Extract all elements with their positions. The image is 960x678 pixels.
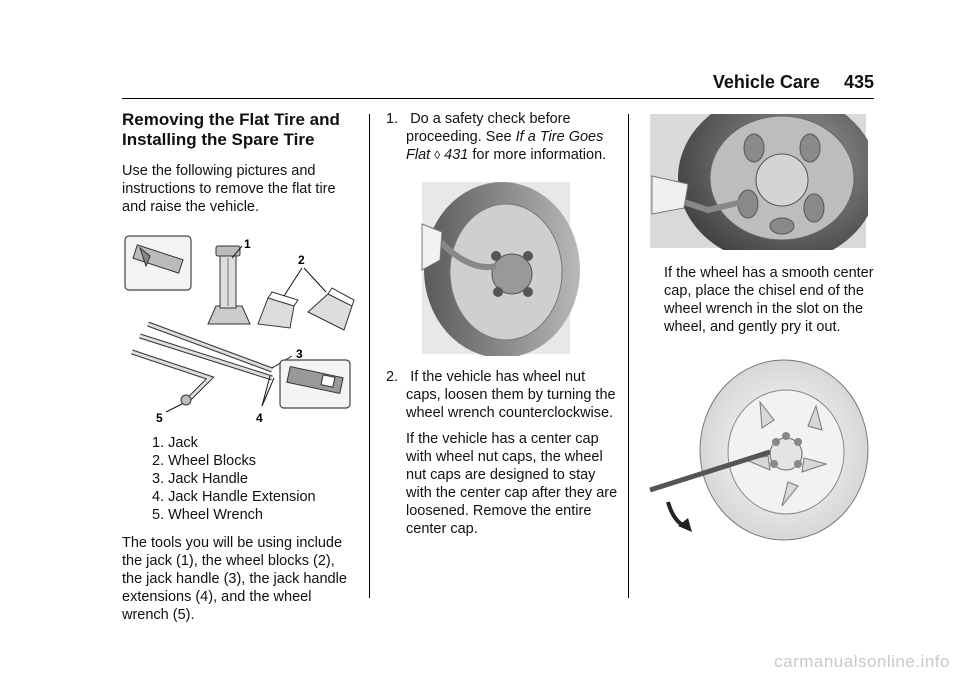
tools-illustration: 1 2 3 5	[124, 235, 355, 425]
step-2-number: 2.	[386, 369, 399, 385]
jack-icon	[207, 245, 251, 325]
header-rule	[122, 98, 874, 99]
list-item: 4. Jack Handle Extension	[152, 489, 316, 505]
callout-3: 3	[296, 347, 303, 361]
callout-4: 4	[256, 411, 263, 425]
smooth-center-cap-illustration	[650, 114, 868, 250]
list-item: 3. Jack Handle	[152, 471, 248, 487]
lug-nut-icons	[491, 251, 533, 297]
wheel-spoke-icons	[744, 400, 828, 507]
list-item: 5. Wheel Wrench	[152, 507, 263, 523]
list-item: 2. Wheel Blocks	[152, 453, 256, 469]
step-1: 1. Do a safety check before proceeding. …	[386, 110, 618, 164]
wheel-nut-cap-illustration	[421, 182, 580, 356]
hand-icon	[651, 175, 689, 215]
wrench-icon	[649, 449, 771, 493]
step-1-tail: for more information.	[468, 147, 607, 163]
parts-list: 1. Jack 2. Wheel Blocks 3. Jack Handle 4…	[122, 434, 358, 524]
handle-extension-detail	[286, 365, 344, 395]
step-1-text: Do a safety check before proceeding. See	[406, 111, 571, 145]
hand-icon	[421, 223, 443, 271]
step-1-number: 1.	[386, 111, 399, 127]
column-2: 1. Do a safety check before proceeding. …	[386, 110, 618, 548]
wheel-wrench-icon	[131, 349, 215, 406]
intro-paragraph: Use the following pictures and instructi…	[122, 163, 336, 215]
column-3: If the wheel has a smooth center cap, pl…	[648, 110, 874, 542]
column-divider-1	[369, 114, 370, 598]
column-divider-2	[628, 114, 629, 598]
center-cap-icon	[491, 253, 533, 295]
lug-nut-icons	[770, 432, 802, 468]
section-heading: Removing the Flat Tire and Installing th…	[122, 110, 340, 149]
arrowhead-icon	[678, 518, 692, 532]
page-header: Vehicle Care 435	[689, 72, 874, 93]
summary-paragraph: The tools you will be using include the …	[122, 535, 347, 623]
jack-handle-icon	[139, 321, 273, 381]
center-cap-icon	[755, 153, 809, 207]
wheel-spoke-icons	[737, 133, 825, 235]
step-2: 2. If the vehicle has wheel nut caps, lo…	[386, 368, 618, 422]
page-number: 435	[843, 72, 874, 92]
step-2-text: If the vehicle has wheel nut caps, loose…	[406, 369, 616, 421]
cross-reference-link[interactable]: If a Tire Goes Flat	[406, 129, 604, 163]
wheel-blocks-icon	[257, 287, 355, 331]
watermark: carmanualsonline.info	[774, 652, 950, 671]
page-ref-icon: ◊	[434, 148, 441, 162]
chisel-instruction: If the wheel has a smooth center cap, pl…	[664, 265, 874, 335]
pry-cap-illustration	[649, 359, 869, 541]
column-1: Removing the Flat Tire and Installing th…	[122, 110, 358, 636]
jack-screw-detail	[132, 244, 184, 274]
section-title: Vehicle Care	[712, 72, 820, 92]
cross-reference-page[interactable]: 431	[444, 147, 469, 163]
callout-2: 2	[298, 253, 305, 267]
step-2-note: If the vehicle has a center cap with whe…	[406, 431, 618, 537]
callout-1: 1	[244, 237, 251, 251]
callout-5: 5	[156, 411, 163, 425]
list-item: 1. Jack	[152, 435, 198, 451]
